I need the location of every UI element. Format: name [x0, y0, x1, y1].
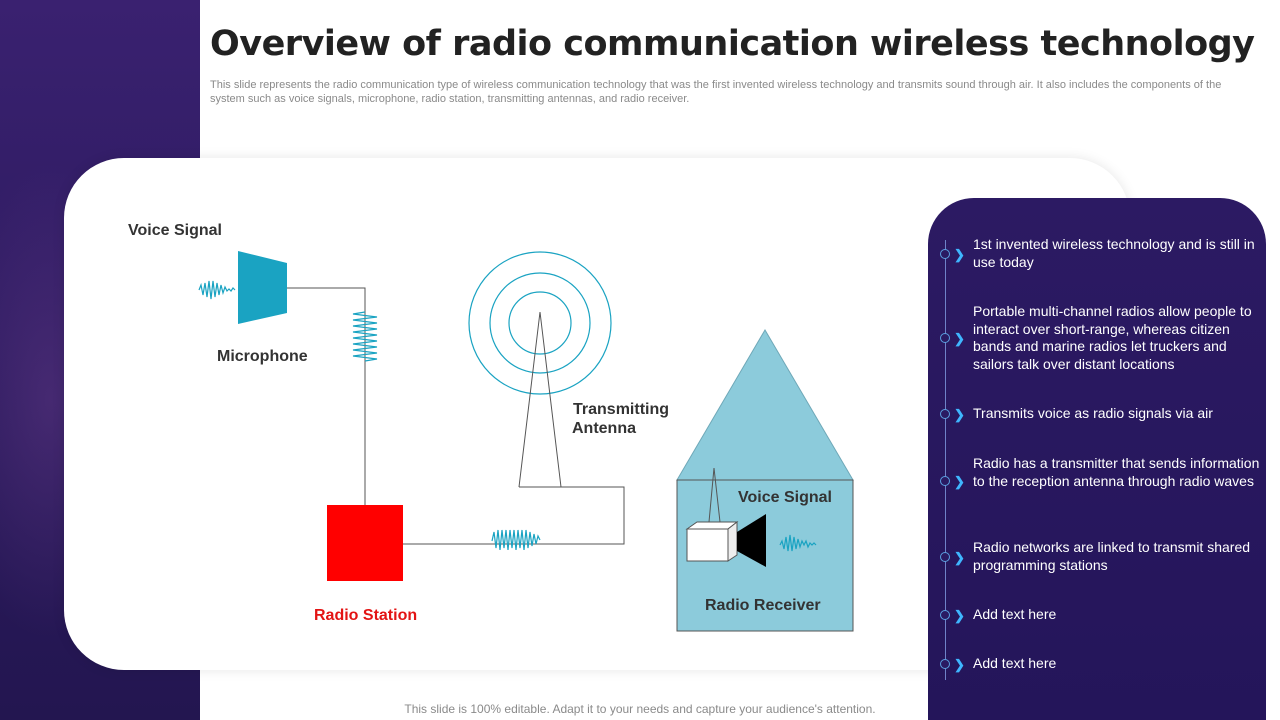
- chevron-right-icon: ❯: [954, 608, 965, 623]
- info-item-text: Radio has a transmitter that sends infor…: [973, 455, 1260, 489]
- timeline-dot-icon: [940, 659, 950, 669]
- page-subtitle: This slide represents the radio communic…: [210, 79, 1222, 105]
- timeline-line: [945, 240, 946, 680]
- info-item-text: Add text here: [973, 606, 1057, 622]
- timeline-dot-icon: [940, 476, 950, 486]
- info-item-text: Radio networks are linked to transmit sh…: [973, 539, 1251, 573]
- timeline-dot-icon: [940, 333, 950, 343]
- receiver-house: [676, 329, 854, 632]
- connector-wires: [286, 287, 625, 545]
- wire-wave-icon: [352, 311, 378, 362]
- antenna-label-line1: Transmitting: [573, 401, 670, 418]
- voice-signal-label: Voice Signal: [128, 222, 222, 239]
- antenna-tower-icon: [518, 311, 562, 488]
- footer-note: This slide is 100% editable. Adapt it to…: [404, 702, 876, 716]
- page-title: Overview of radio communication wireless…: [210, 24, 1255, 64]
- antenna-label-line2: Antenna: [572, 420, 636, 437]
- microphone-label: Microphone: [217, 348, 308, 365]
- voice-signal-wave-icon: [198, 280, 236, 300]
- chevron-right-icon: ❯: [954, 331, 965, 346]
- chevron-right-icon: ❯: [954, 247, 965, 262]
- receiver-wave-icon: [779, 534, 817, 552]
- radio-receiver-icon: [685, 467, 766, 567]
- info-item-text: Add text here: [973, 655, 1057, 671]
- chevron-right-icon: ❯: [954, 407, 965, 422]
- microphone-icon: [238, 251, 287, 324]
- timeline-dot-icon: [940, 249, 950, 259]
- timeline-dot-icon: [940, 552, 950, 562]
- chevron-right-icon: ❯: [954, 657, 965, 672]
- antenna-waves-icon: [468, 251, 612, 395]
- timeline-dot-icon: [940, 409, 950, 419]
- radio-receiver-label: Radio Receiver: [705, 597, 821, 614]
- receiver-voice-signal-label: Voice Signal: [738, 489, 832, 506]
- chevron-right-icon: ❯: [954, 474, 965, 489]
- info-item-text: Transmits voice as radio signals via air: [973, 405, 1213, 421]
- info-item-text: 1st invented wireless technology and is …: [973, 236, 1255, 270]
- transmission-wave-icon: [491, 529, 541, 551]
- radio-station-icon: [327, 505, 403, 581]
- timeline-dot-icon: [940, 610, 950, 620]
- radio-station-label: Radio Station: [314, 607, 418, 624]
- info-panel: [928, 198, 1266, 720]
- info-item-text: Portable multi-channel radios allow peop…: [973, 303, 1252, 372]
- chevron-right-icon: ❯: [954, 550, 965, 565]
